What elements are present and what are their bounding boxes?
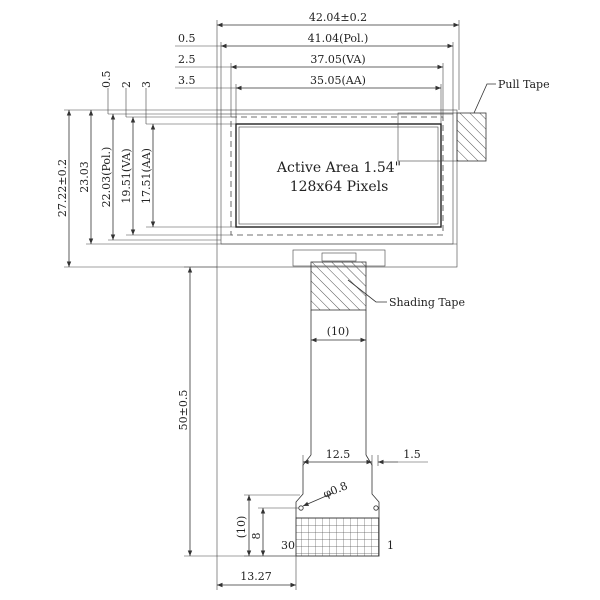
shading-tape	[292, 249, 386, 311]
pull-tape-callout: Pull Tape	[473, 78, 550, 114]
locating-hole-right	[373, 505, 379, 511]
dim-offset-2-5-top: 2.5	[178, 53, 196, 66]
pin-last-label: 1	[387, 539, 394, 552]
left-dimensions: 0.5 2 3 27.22±0.2 23.03 22.03(Pol.) 19.5…	[56, 71, 236, 268]
dim-overall-height: 27.22±0.2	[56, 159, 69, 217]
dim-fpc-width: (10)	[327, 325, 350, 338]
pin-grid	[295, 517, 380, 557]
dim-va-width: 37.05(VA)	[310, 53, 365, 66]
dim-pol-width: 41.04(Pol.)	[308, 32, 369, 45]
active-area-label: Active Area 1.54"	[276, 160, 401, 176]
dim-offset-0-5-left: 0.5	[100, 71, 113, 89]
shading-tape-label: Shading Tape	[389, 296, 465, 309]
fpc-dimensions: (10) 50±0.5 12.5 1.5 φ0.8 (10) 8 30 1	[177, 266, 428, 590]
dim-offset-0-5-top: 0.5	[178, 32, 196, 45]
dim-overall-width: 42.04±0.2	[309, 11, 367, 24]
dim-glass-height: 23.03	[78, 161, 91, 193]
locating-hole-left	[298, 505, 304, 511]
dim-offset-2-left: 2	[120, 81, 133, 88]
pull-tape	[397, 112, 487, 162]
top-dimensions: 42.04±0.2 41.04(Pol.) 0.5 37.05(VA) 2.5 …	[175, 11, 460, 124]
dim-cable-length: 50±0.5	[177, 390, 190, 431]
dim-pin-edge: 1.5	[403, 448, 421, 461]
dim-hole-diameter: φ0.8	[321, 479, 349, 500]
dim-bottom-offset: 13.27	[240, 570, 272, 583]
dim-offset-3-5-top: 3.5	[178, 74, 196, 87]
dim-pin-height: 8	[250, 533, 263, 540]
pin-first-label: 30	[281, 539, 295, 552]
dim-offset-3-left: 3	[140, 81, 153, 88]
shading-tape-callout: Shading Tape	[347, 279, 465, 309]
pull-tape-label: Pull Tape	[498, 78, 550, 91]
dim-aa-height: 17.51(AA)	[140, 148, 153, 204]
dim-aa-width: 35.05(AA)	[310, 74, 366, 87]
pixels-label: 128x64 Pixels	[290, 179, 389, 195]
dim-stiffener-height: (10)	[235, 516, 248, 539]
dim-pin-span: 12.5	[326, 448, 351, 461]
dim-va-height: 19.51(VA)	[120, 148, 133, 203]
dim-pol-height: 22.03(Pol.)	[100, 147, 113, 208]
